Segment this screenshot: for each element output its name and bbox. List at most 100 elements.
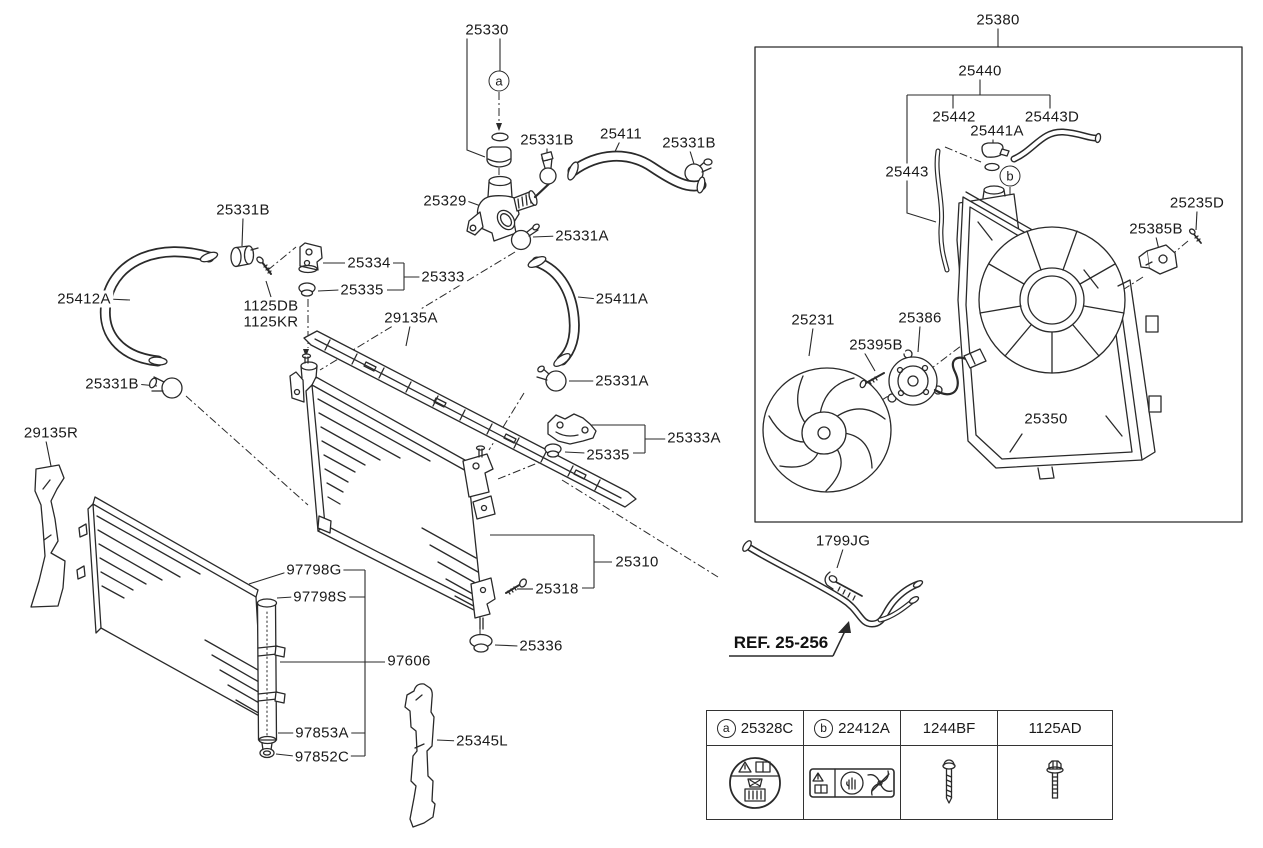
hose-clamp-25331B-4-drawing	[148, 377, 182, 398]
part-label-97852C: 97852C	[292, 748, 352, 766]
fan-assembly-group-box	[755, 47, 1242, 522]
part-label-25385B: 25385B	[1127, 220, 1185, 238]
legend-col-25328C: a 25328C	[707, 711, 804, 819]
part-label-25386: 25386	[896, 309, 944, 327]
part-label-25331A-1: 25331A	[553, 227, 611, 245]
hose-clamp-25331B-1-drawing	[540, 152, 556, 184]
part-label-25333: 25333	[419, 268, 467, 286]
callout-a-badge: a	[716, 718, 736, 738]
hose-clamp-25331A-1-drawing	[512, 223, 541, 250]
receiver-drier-97798-drawing	[258, 599, 286, 750]
reservoir-hose-25443D-drawing	[1014, 132, 1101, 159]
legend-table: a 25328C b 22412A	[706, 710, 1113, 820]
part-label-25333A: 25333A	[665, 429, 723, 447]
legend-col-1244BF: 1244BF	[901, 711, 998, 819]
part-label-25331A-2: 25331A	[593, 372, 651, 390]
lower-hose-25411A-drawing	[527, 254, 575, 368]
mounting-bracket-25333A-drawing	[548, 414, 596, 444]
mounting-grommet-25335-1-drawing	[299, 283, 315, 296]
part-label-1799JG: 1799JG	[813, 532, 873, 550]
part-label-25411A: 25411A	[593, 290, 651, 308]
part-label-25443: 25443	[883, 163, 931, 181]
sensor-screw-25235D-drawing	[1189, 228, 1201, 243]
hose-clamp-25331B-2-drawing	[685, 159, 712, 182]
motor-screw-25395B-drawing	[859, 373, 884, 389]
ref-note: REF. 25-256	[730, 632, 832, 654]
ref-arrow	[729, 621, 851, 656]
radiator-cap-warning-icon	[726, 754, 784, 812]
hose-clamp-25331B-3-drawing	[231, 246, 258, 267]
part-label-97798G: 97798G	[284, 561, 344, 579]
part-label-25345L: 25345L	[454, 732, 510, 750]
legend-part-no: 22412A	[838, 719, 890, 737]
part-label-25329: 25329	[421, 192, 469, 210]
legend-header-25328C: a 25328C	[707, 711, 803, 746]
reservoir-cap-25441A-drawing	[982, 143, 1009, 171]
legend-header-22412A: b 22412A	[804, 711, 900, 746]
part-label-25331B-1: 25331B	[518, 131, 576, 149]
part-label-25440: 25440	[956, 62, 1004, 80]
flange-bolt-icon	[1043, 759, 1067, 807]
part-label-25411: 25411	[597, 125, 645, 143]
filler-neck-25329-drawing	[467, 177, 552, 242]
part-label-1125DB: 1125DB	[241, 297, 301, 315]
callout-marker-b: b	[999, 165, 1021, 187]
part-label-97853A: 97853A	[293, 724, 351, 742]
part-label-25336: 25336	[517, 637, 565, 655]
leader-lines	[46, 28, 1197, 756]
part-label-25310: 25310	[613, 553, 661, 571]
part-label-29135A: 29135A	[382, 309, 440, 327]
part-label-25335-1: 25335	[338, 281, 386, 299]
air-guard-25345L-drawing	[405, 684, 435, 827]
part-label-1125KR: 1125KR	[241, 313, 301, 331]
legend-part-no: 1244BF	[922, 719, 976, 737]
hose-clamp-25331A-2-drawing	[537, 365, 566, 391]
part-label-25330: 25330	[463, 21, 511, 39]
part-label-29135R: 29135R	[21, 424, 81, 442]
thermo-sensor-25385B-drawing	[1139, 245, 1177, 274]
part-label-25380: 25380	[974, 11, 1022, 29]
bolt-1125DB-drawing	[256, 256, 271, 274]
part-label-25331B-3: 25331B	[214, 201, 272, 219]
part-label-97798S: 97798S	[291, 588, 349, 606]
legend-part-no: 1125AD	[1028, 719, 1082, 737]
callout-b-badge: b	[814, 718, 834, 738]
part-label-25231: 25231	[789, 311, 837, 329]
legend-header-1244BF: 1244BF	[901, 711, 997, 746]
fan-shroud-25350-drawing	[958, 192, 1161, 479]
part-label-25235D: 25235D	[1167, 194, 1227, 212]
tapping-screw-icon	[938, 759, 960, 807]
part-label-25395B: 25395B	[847, 336, 905, 354]
legend-col-22412A: b 22412A	[804, 711, 901, 819]
part-label-25350: 25350	[1022, 410, 1070, 428]
part-label-25442: 25442	[930, 108, 978, 126]
part-label-25412A: 25412A	[55, 290, 113, 308]
mounting-grommet-25335-2-drawing	[545, 444, 561, 457]
drain-plug-25318-drawing	[506, 578, 528, 594]
legend-header-1125AD: 1125AD	[998, 711, 1112, 746]
part-label-25331B-2: 25331B	[660, 134, 718, 152]
air-guard-29135R-drawing	[31, 465, 65, 607]
lower-grommet-25336-drawing	[470, 635, 492, 653]
drier-cap-nut-97852C-drawing	[260, 749, 274, 758]
part-label-25334: 25334	[345, 254, 393, 272]
part-label-25331B-4: 25331B	[83, 375, 141, 393]
part-label-25335-2: 25335	[584, 446, 632, 464]
part-label-25441A: 25441A	[968, 122, 1026, 140]
upper-hose-25411-drawing	[566, 156, 706, 193]
part-label-25443D: 25443D	[1022, 108, 1082, 126]
mounting-bracket-25334-drawing	[299, 243, 322, 273]
reservoir-pipe-1799JG-drawing	[741, 539, 923, 624]
legend-part-no: 25328C	[740, 719, 794, 737]
legend-col-1125AD: 1125AD	[998, 711, 1112, 819]
callout-marker-a: a	[488, 70, 510, 92]
radiator-cap-25330-drawing	[487, 133, 511, 167]
fan-motor-25386-drawing	[888, 349, 986, 405]
part-label-25318: 25318	[533, 580, 581, 598]
fan-blade-25231-drawing	[763, 368, 891, 492]
part-label-97606: 97606	[385, 652, 433, 670]
radiator-top-cover-29135A-drawing	[304, 331, 636, 507]
